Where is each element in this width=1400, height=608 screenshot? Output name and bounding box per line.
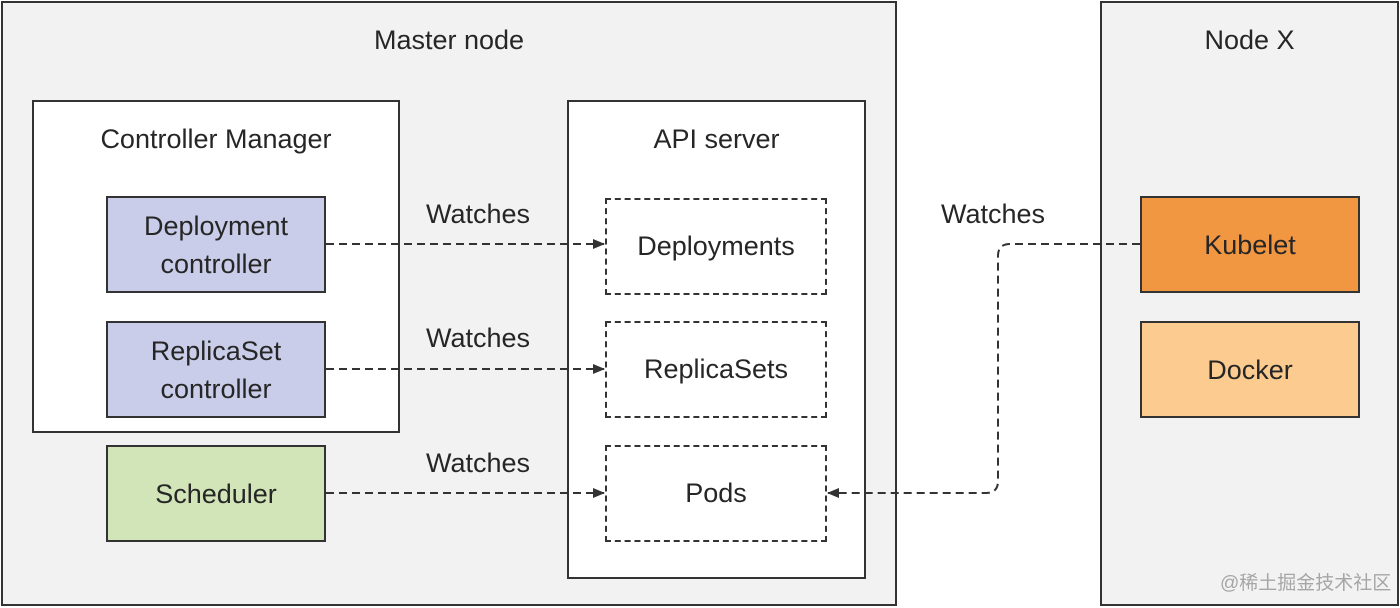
deployment-controller-label: Deployment controller [143,210,289,279]
docker-label: Docker [1207,354,1293,385]
replicasets-label: ReplicaSets [643,354,789,384]
edge-label-replicasets: Watches [426,323,531,353]
replicasets-resource[interactable]: ReplicaSets [605,321,827,418]
deployment-controller-box[interactable]: Deployment controller [106,196,326,293]
controller-manager-title: Controller Manager [100,124,332,154]
docker-box[interactable]: Docker [1140,321,1360,418]
edge-label-deployments: Watches [426,199,531,229]
edge-label-pods: Watches [426,448,531,478]
watermark: @稀土掘金技术社区 [1220,573,1392,594]
replicaset-controller-label: ReplicaSet controller [150,335,282,404]
deployments-label: Deployments [637,231,795,261]
scheduler-label: Scheduler [155,478,277,509]
node-x-container: Node X [1100,1,1399,606]
master-node-title: Master node [373,25,525,55]
kubelet-label: Kubelet [1204,229,1296,260]
kubelet-box[interactable]: Kubelet [1140,196,1360,293]
replicaset-controller-box[interactable]: ReplicaSet controller [106,321,326,418]
node-x-title: Node X [1204,25,1295,55]
edge-label-kubelet: Watches [941,199,1046,229]
scheduler-box[interactable]: Scheduler [106,445,326,542]
pods-resource[interactable]: Pods [605,445,827,542]
api-server-title: API server [653,124,780,154]
deployments-resource[interactable]: Deployments [605,198,827,295]
pods-label: Pods [685,478,747,508]
